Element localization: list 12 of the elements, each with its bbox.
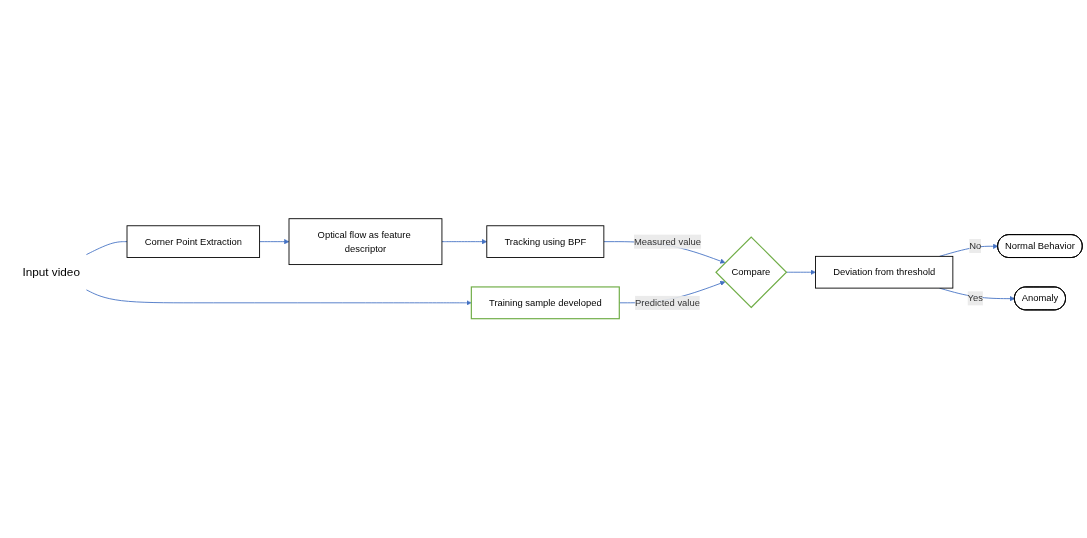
edge-label: Predicted value [635, 297, 700, 308]
edge-label: No [969, 241, 982, 252]
node-box: Optical flow as feature descriptor [288, 218, 443, 266]
node-box: Tracking using BPF [486, 225, 605, 259]
node-box: Corner Point Extraction [126, 225, 261, 259]
node-box: Deviation from threshold [815, 256, 954, 289]
connector [86, 241, 128, 256]
node-box: Training sample developed [470, 286, 620, 320]
node-diamond: Compare [715, 236, 788, 309]
edge-label: Yes [967, 293, 983, 304]
edge-label: Measured value [634, 236, 701, 247]
node-text: Input video [22, 266, 80, 279]
